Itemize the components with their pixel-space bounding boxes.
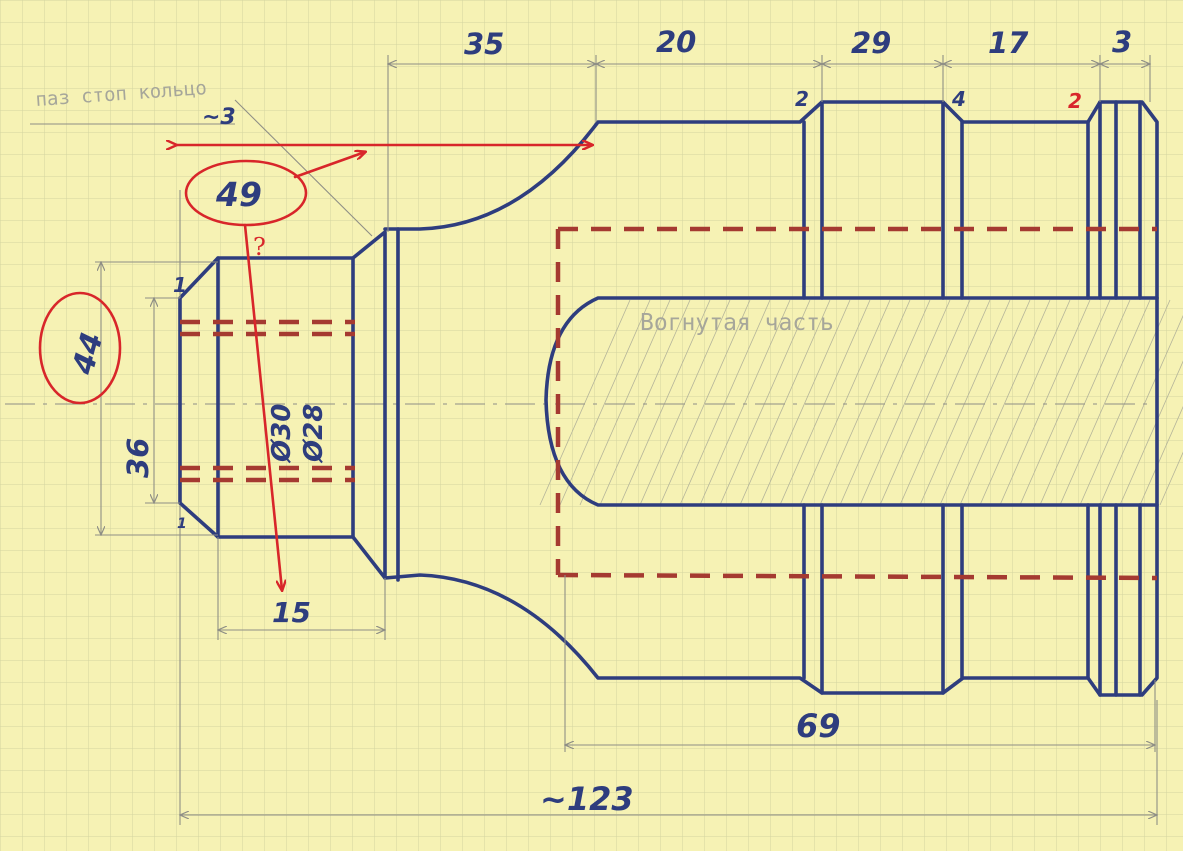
hatch-line <box>959 299 1051 506</box>
dimension-36: 36 <box>121 438 155 478</box>
question-mark: ? <box>253 233 266 261</box>
red-annotations <box>38 145 592 590</box>
hatch-line <box>1159 451 1183 506</box>
chamfer-29-17: 4 <box>951 87 966 111</box>
hatch-line <box>1039 299 1131 506</box>
hatch-line <box>979 299 1071 506</box>
hatch-line <box>639 299 731 506</box>
hatch-line <box>1099 314 1183 506</box>
hatch-line <box>779 299 871 506</box>
hatch-line <box>699 299 791 506</box>
hatch-line <box>819 299 911 506</box>
chamfer-top-left: 1 <box>173 273 187 297</box>
circled-49: 49 <box>215 175 262 214</box>
hatch-line <box>839 299 931 506</box>
dimension-dia-28: Ø28 <box>299 404 329 464</box>
hatch-line <box>799 299 891 506</box>
hatch-line <box>879 299 971 506</box>
inner-bore <box>544 296 1159 507</box>
hatch-line <box>739 299 831 506</box>
hatch-line <box>1019 299 1111 506</box>
hatch-line <box>1079 299 1171 506</box>
hatch-line <box>999 299 1091 506</box>
hatch-line <box>659 299 751 506</box>
dimension-123: ~123 <box>540 780 634 818</box>
dimension-15: 15 <box>272 596 311 629</box>
concave-part-note: Вогнутая часть <box>640 310 834 336</box>
main-body <box>383 100 1159 697</box>
hatch-line <box>599 299 691 506</box>
circled-49-ellipse <box>184 159 308 227</box>
hidden-lines <box>180 226 1158 581</box>
hatch-line <box>559 299 651 506</box>
dimension-29: 29 <box>851 26 891 60</box>
circled-44-ellipse <box>38 291 122 405</box>
hatch-line <box>859 299 951 506</box>
chamfer-bottom-left: 1 <box>177 516 187 532</box>
hatch-line <box>619 299 711 506</box>
hatch-line <box>679 299 771 506</box>
groove-3: ~3 <box>202 105 236 130</box>
dimension-35: 35 <box>464 27 504 61</box>
hatch-line <box>899 299 991 506</box>
hatch-line <box>1059 299 1151 506</box>
dimension-69: 69 <box>796 707 841 745</box>
chamfer-right: 2 <box>1068 89 1082 113</box>
dimension-17: 17 <box>988 26 1029 60</box>
concave-hatch <box>539 299 1183 506</box>
dimension-dia-30: Ø30 <box>267 404 297 464</box>
chamfer-20-29: 2 <box>795 87 809 111</box>
dimension-20: 20 <box>656 25 696 59</box>
hatch-line <box>579 299 671 506</box>
hatch-line <box>919 299 1011 506</box>
dimension-3: 3 <box>1112 25 1132 59</box>
dimension-lines <box>30 55 1157 825</box>
hatch-line <box>1119 360 1183 506</box>
hatch-line <box>1139 406 1183 506</box>
hatch-line <box>539 299 631 506</box>
hatch-line <box>759 299 851 506</box>
part-outline <box>178 100 1159 697</box>
hatch-line <box>719 299 811 506</box>
hatch-line <box>939 299 1031 506</box>
